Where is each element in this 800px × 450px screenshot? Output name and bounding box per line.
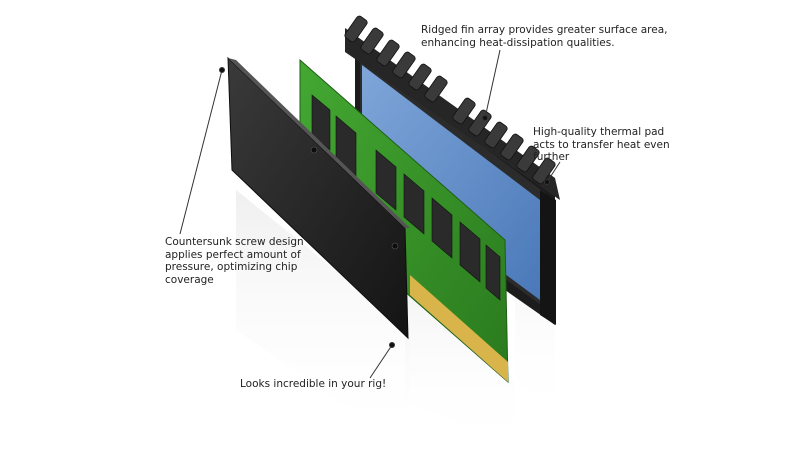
callout-line: applies perfect amount of xyxy=(165,248,301,261)
callout-thermal-pad: High-quality thermal pad acts to transfe… xyxy=(533,126,670,164)
gold-contacts xyxy=(410,275,508,382)
callout-line: further xyxy=(533,151,570,163)
callout-line: pressure, optimizing chip xyxy=(165,261,298,273)
callout-line: Ridged fin array provides greater surfac… xyxy=(421,24,668,36)
callout-line: acts to transfer heat even xyxy=(533,138,670,151)
callout-rig: Looks incredible in your rig! xyxy=(240,378,386,391)
front-heat-spreader xyxy=(227,56,410,340)
callout-screw-design: Countersunk screw design applies perfect… xyxy=(165,236,304,286)
memory-pcb xyxy=(299,58,509,384)
callout-line: Countersunk screw design xyxy=(165,236,304,248)
callout-fin-array: Ridged fin array provides greater surfac… xyxy=(421,24,668,49)
screw-hole xyxy=(391,242,399,250)
leader-lines xyxy=(179,49,561,379)
callout-line: coverage xyxy=(165,273,214,286)
callout-line: High-quality thermal pad xyxy=(533,126,665,138)
callout-line: enhancing heat-dissipation qualities. xyxy=(421,36,615,49)
callout-line: Looks incredible in your rig! xyxy=(240,378,387,390)
fins xyxy=(344,15,556,185)
dram-chips xyxy=(311,94,501,301)
screw-hole xyxy=(310,146,318,154)
